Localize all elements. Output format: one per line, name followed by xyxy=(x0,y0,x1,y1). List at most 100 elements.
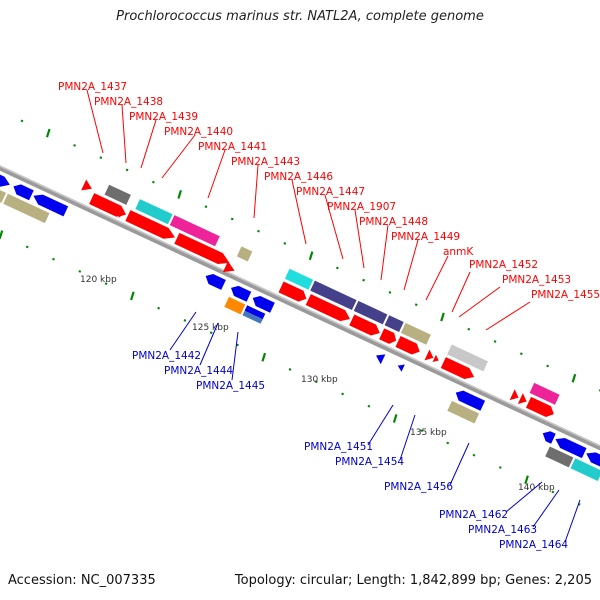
gene-label[interactable]: PMN2A_1441 xyxy=(198,141,267,153)
minor-tick xyxy=(152,180,155,184)
gene-label[interactable]: PMN2A_1448 xyxy=(359,216,428,228)
feature-magenta[interactable] xyxy=(529,382,560,405)
reverse-label-texts: PMN2A_1442 PMN2A_1444 PMN2A_1445 PMN2A_1… xyxy=(132,350,568,551)
gene-arrow-small[interactable] xyxy=(432,354,441,364)
gene-label[interactable]: anmK xyxy=(443,246,474,258)
gene-label[interactable]: PMN2A_1437 xyxy=(58,81,127,93)
feature-indigo[interactable] xyxy=(353,300,388,325)
backbone-highlight xyxy=(0,148,600,463)
feature-cyan[interactable] xyxy=(135,199,173,225)
gene-pmn2a-1439[interactable] xyxy=(125,210,177,243)
minor-tick xyxy=(78,270,82,273)
feature-khaki[interactable] xyxy=(447,400,480,424)
minor-tick xyxy=(257,229,260,233)
feature-khaki[interactable] xyxy=(3,193,50,224)
genome-summary-text: Topology: circular; Length: 1,842,899 bp… xyxy=(234,573,592,588)
backbone xyxy=(0,148,600,467)
minor-tick xyxy=(209,331,213,334)
gene-label[interactable]: PMN2A_1438 xyxy=(94,96,163,108)
gene-pmn2a-1448[interactable] xyxy=(379,328,399,346)
map-title: Prochlorococcus marinus str. NATL2A, com… xyxy=(116,9,484,24)
feature-blue[interactable] xyxy=(244,305,266,320)
feature-magenta[interactable] xyxy=(169,215,220,247)
gene-reverse[interactable] xyxy=(553,435,587,459)
feature-grey[interactable] xyxy=(545,446,574,468)
gene-label[interactable]: PMN2A_1447 xyxy=(296,186,365,198)
minor-tick xyxy=(546,364,549,368)
gene-reverse[interactable] xyxy=(453,388,486,411)
minor-tick xyxy=(236,343,239,347)
minor-tick xyxy=(388,291,392,294)
gene-label[interactable]: PMN2A_1449 xyxy=(391,231,460,243)
minor-tick xyxy=(283,242,287,245)
gene-arrow-small[interactable] xyxy=(222,261,237,276)
gene-label[interactable]: PMN2A_1454 xyxy=(335,456,404,468)
gene-label[interactable]: PMN2A_1442 xyxy=(132,350,201,362)
gene-arrow-small[interactable] xyxy=(517,393,529,407)
scale-label: 135 kbp xyxy=(410,428,447,438)
gene-pmn2a-1451[interactable] xyxy=(373,351,386,365)
feature-grey[interactable] xyxy=(104,184,131,205)
gene-label[interactable]: PMN2A_1464 xyxy=(499,539,568,551)
gene-pmn2a-1447[interactable] xyxy=(305,294,353,324)
gene-pmn2a-1446[interactable] xyxy=(278,281,309,304)
minor-tick xyxy=(183,319,187,322)
gene-reverse[interactable] xyxy=(31,191,69,217)
gene-label[interactable]: PMN2A_1439 xyxy=(129,111,198,123)
gene-label[interactable]: PMN2A_1462 xyxy=(439,509,508,521)
minor-tick xyxy=(336,266,339,270)
tick-marks xyxy=(0,119,600,506)
minor-tick xyxy=(446,441,450,445)
feature-khaki[interactable] xyxy=(236,246,253,262)
gene-reverse[interactable] xyxy=(584,449,600,471)
feature-cyan[interactable] xyxy=(570,458,600,481)
feature-steelblue[interactable] xyxy=(242,310,263,324)
minor-tick xyxy=(577,502,581,506)
major-tick xyxy=(440,312,445,322)
gene-pmn2a-1455[interactable] xyxy=(525,396,556,420)
feature-khaki[interactable] xyxy=(400,322,431,345)
gene-label[interactable]: PMN2A_1443 xyxy=(231,156,300,168)
gene-reverse[interactable] xyxy=(250,293,275,313)
gene-label[interactable]: PMN2A_1455 xyxy=(531,289,600,301)
feature-indigo[interactable] xyxy=(384,315,404,333)
reverse-feature-row xyxy=(0,173,600,481)
feature-cyan[interactable] xyxy=(284,268,314,290)
gene-label[interactable]: PMN2A_1453 xyxy=(502,274,571,286)
gene-pmn2a-1442[interactable] xyxy=(203,271,226,290)
gene-pmn2a-1907[interactable] xyxy=(349,314,382,338)
gene-pmn2a-1441[interactable] xyxy=(174,232,232,268)
gene-label[interactable]: PMN2A_1907 xyxy=(327,201,396,213)
gene-reverse[interactable] xyxy=(540,429,556,444)
gene-arrow-small[interactable] xyxy=(118,209,126,219)
feature-lightgrey[interactable] xyxy=(447,344,489,372)
gene-pmn2a-1437[interactable] xyxy=(81,179,94,195)
feature-orange[interactable] xyxy=(224,296,246,315)
minor-tick xyxy=(125,168,129,172)
gene-arrow-small[interactable] xyxy=(509,389,521,403)
gene-pmn2a-1454[interactable] xyxy=(396,362,405,372)
minor-tick xyxy=(73,144,76,147)
gene-pmn2a-1449[interactable] xyxy=(395,336,422,357)
gene-label[interactable]: PMN2A_1452 xyxy=(469,259,538,271)
gene-label[interactable]: PMN2A_1463 xyxy=(468,524,537,536)
gene-label[interactable]: PMN2A_1446 xyxy=(264,171,333,183)
gene-anmk[interactable] xyxy=(424,349,435,364)
gene-pmn2a-1452[interactable] xyxy=(440,357,477,382)
gene-label[interactable]: PMN2A_1456 xyxy=(384,481,453,493)
gene-label[interactable]: PMN2A_1451 xyxy=(304,441,373,453)
gene-label[interactable]: PMN2A_1445 xyxy=(196,380,265,392)
gene-reverse[interactable] xyxy=(228,283,252,302)
forward-cds-row xyxy=(81,179,556,420)
gene-label[interactable]: PMN2A_1440 xyxy=(164,126,233,138)
minor-tick xyxy=(498,466,502,469)
forward-label-texts: PMN2A_1437 PMN2A_1438 PMN2A_1439 PMN2A_1… xyxy=(58,81,600,301)
minor-tick xyxy=(52,257,55,261)
gene-pmn2a-1438[interactable] xyxy=(89,193,129,220)
gene-label[interactable]: PMN2A_1444 xyxy=(164,365,233,377)
major-tick xyxy=(261,352,267,362)
scale-label: 130 kbp xyxy=(301,375,338,385)
minor-tick xyxy=(25,245,29,249)
feature-indigo[interactable] xyxy=(310,280,357,311)
gene-reverse[interactable] xyxy=(11,182,34,201)
